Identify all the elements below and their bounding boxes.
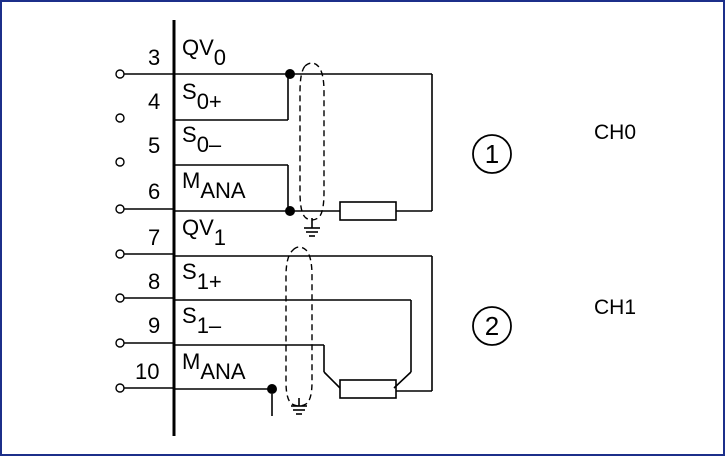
- terminal-number-7: 7: [148, 225, 160, 250]
- terminal-name-9: S1–: [182, 303, 222, 338]
- channel-marker-1-text: 1: [485, 139, 499, 169]
- channel-marker-2-text: 2: [485, 311, 499, 341]
- terminal-contact-10: [115, 383, 125, 393]
- terminal-contact-8: [115, 293, 125, 303]
- ch1-resistor: [339, 379, 397, 399]
- channel-marker-1: [472, 134, 512, 174]
- channel-label-ch0: CH0: [594, 121, 636, 144]
- ch0-wiring: [174, 62, 433, 237]
- terminal-contact-4: [115, 113, 125, 123]
- terminal-number-10: 10: [135, 359, 159, 384]
- ch1-cable-shield: [285, 246, 313, 407]
- terminal-name-4: S0+: [182, 79, 222, 114]
- ch1-wiring: [174, 246, 433, 416]
- terminal-name-5: S0–: [182, 122, 222, 157]
- ch0-cable-shield: [299, 62, 325, 221]
- terminal-number-4: 4: [148, 89, 160, 114]
- channel-marker-2: [472, 306, 512, 346]
- terminal-name-10: MANA: [182, 349, 246, 384]
- junction-dot: [285, 206, 295, 216]
- terminal-name-8: S1+: [182, 259, 222, 294]
- junction-dot: [267, 384, 277, 394]
- terminal-contact-7: [115, 249, 125, 259]
- terminal-name-7: QV1: [182, 215, 226, 250]
- ch0-resistor: [339, 201, 397, 221]
- terminal-contact-9: [115, 338, 125, 348]
- junction-dot: [285, 69, 295, 79]
- terminal-contact-6: [115, 204, 125, 214]
- terminal-name-3: QV0: [182, 35, 226, 70]
- terminal-number-8: 8: [148, 269, 160, 294]
- channel-label-ch1: CH1: [594, 296, 636, 319]
- terminal-number-3: 3: [148, 45, 160, 70]
- terminal-name-6: MANA: [182, 168, 246, 203]
- terminal-number-9: 9: [148, 313, 160, 338]
- terminal-contact-5: [115, 157, 125, 167]
- terminal-number-6: 6: [148, 179, 160, 204]
- terminal-contact-3: [115, 69, 125, 79]
- terminal-number-5: 5: [148, 133, 160, 158]
